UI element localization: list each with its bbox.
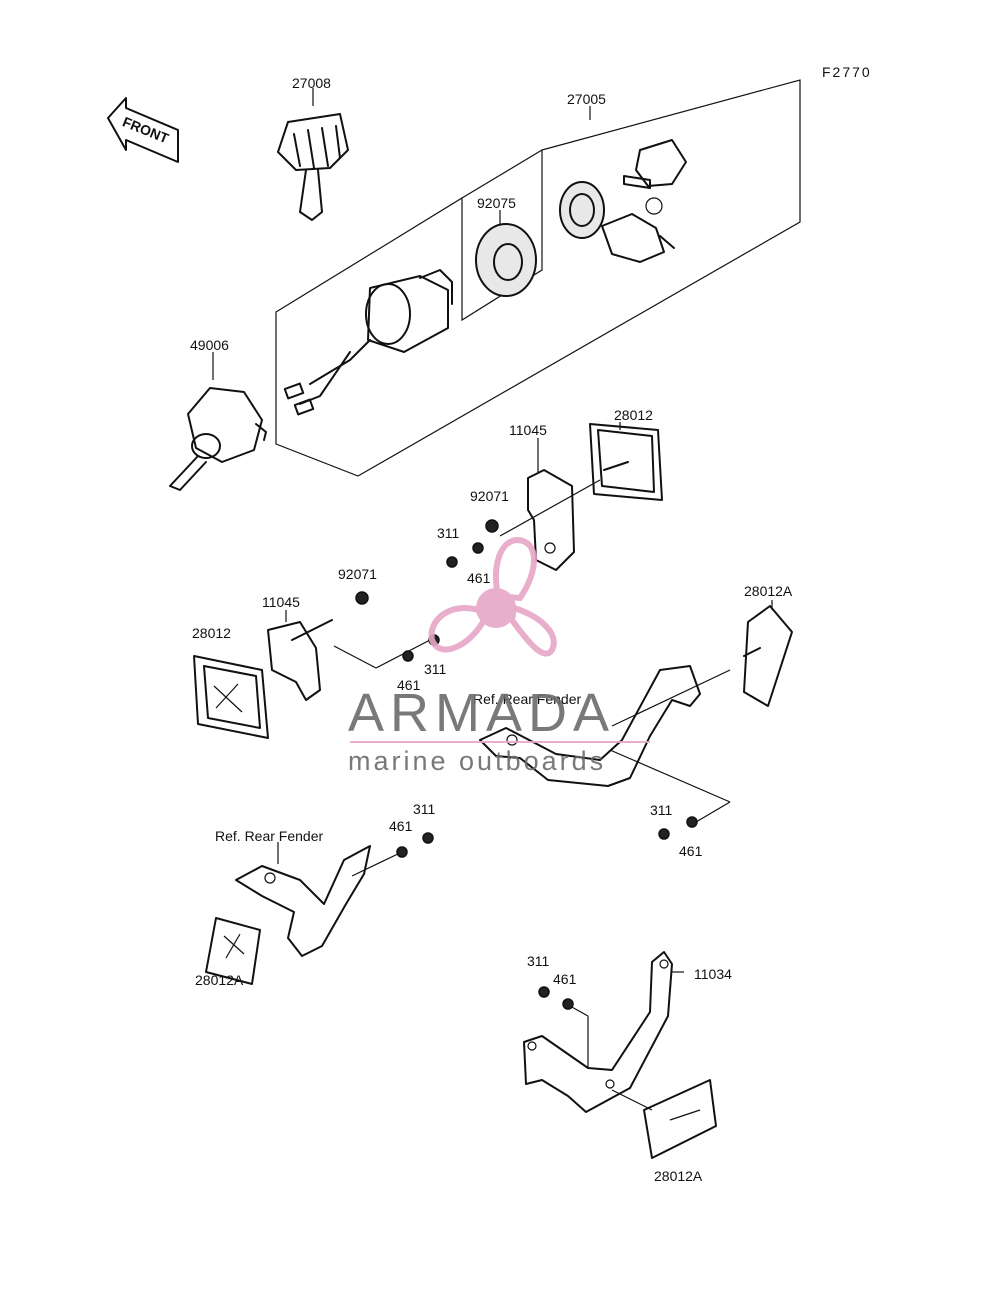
label-92075: 92075 bbox=[477, 195, 516, 211]
label-11045-left: 11045 bbox=[262, 594, 300, 610]
watermark-tagline: marine outboards bbox=[348, 746, 606, 776]
ignition-switch bbox=[283, 269, 453, 416]
label-461-bottom: 461 bbox=[553, 971, 577, 987]
reflector-bracket-upper bbox=[446, 422, 663, 571]
label-311-top: 311 bbox=[437, 525, 460, 541]
label-311-right: 311 bbox=[650, 802, 673, 818]
label-461-lower: 461 bbox=[389, 818, 413, 834]
label-28012-top: 28012 bbox=[614, 407, 653, 423]
label-11045-top: 11045 bbox=[509, 422, 547, 438]
label-11034: 11034 bbox=[694, 966, 732, 982]
label-27005: 27005 bbox=[567, 91, 606, 107]
watermark: ARMADA marine outboards bbox=[348, 536, 650, 776]
label-ref-rear-fender-right: Ref. Rear Fender bbox=[473, 691, 581, 707]
front-arrow-icon: FRONT bbox=[107, 97, 179, 163]
reflector-bracket-right bbox=[479, 600, 793, 840]
bracket-11034 bbox=[523, 951, 717, 1159]
label-ref-rear-fender-left: Ref. Rear Fender bbox=[215, 828, 323, 844]
key-set-27005 bbox=[559, 106, 687, 263]
label-311-lower: 311 bbox=[413, 801, 436, 817]
ignition-group-outline bbox=[275, 79, 801, 477]
reflector-bracket-lower-left bbox=[205, 832, 434, 985]
horn-49006 bbox=[169, 352, 267, 491]
propeller-logo-icon bbox=[428, 536, 557, 657]
figure-code: F2770 bbox=[822, 64, 872, 80]
label-27008: 27008 bbox=[292, 75, 331, 91]
label-28012A-right: 28012A bbox=[744, 583, 793, 599]
reflector-bracket-left bbox=[193, 591, 440, 739]
label-28012A-left: 28012A bbox=[195, 972, 244, 988]
watermark-brand: ARMADA bbox=[348, 683, 615, 743]
label-461-right: 461 bbox=[679, 843, 703, 859]
label-28012-left: 28012 bbox=[192, 625, 231, 641]
label-311-bottom: 311 bbox=[527, 953, 550, 969]
label-92071-top: 92071 bbox=[470, 488, 509, 504]
label-461-mid: 461 bbox=[397, 677, 421, 693]
label-461-top: 461 bbox=[467, 570, 491, 586]
label-311-mid: 311 bbox=[424, 661, 447, 677]
key-knob-27008 bbox=[277, 88, 349, 221]
label-49006: 49006 bbox=[190, 337, 229, 353]
label-28012A-bottom: 28012A bbox=[654, 1168, 703, 1184]
seal-92075 bbox=[475, 210, 537, 297]
label-92071-mid: 92071 bbox=[338, 566, 377, 582]
